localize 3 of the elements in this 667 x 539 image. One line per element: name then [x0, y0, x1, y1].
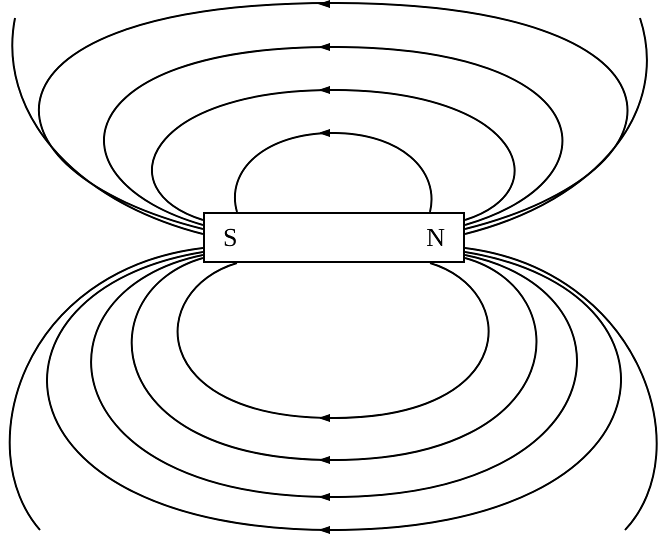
pole-label: S — [223, 224, 238, 252]
bar-magnet — [203, 212, 465, 263]
pole-label: N — [426, 224, 445, 252]
